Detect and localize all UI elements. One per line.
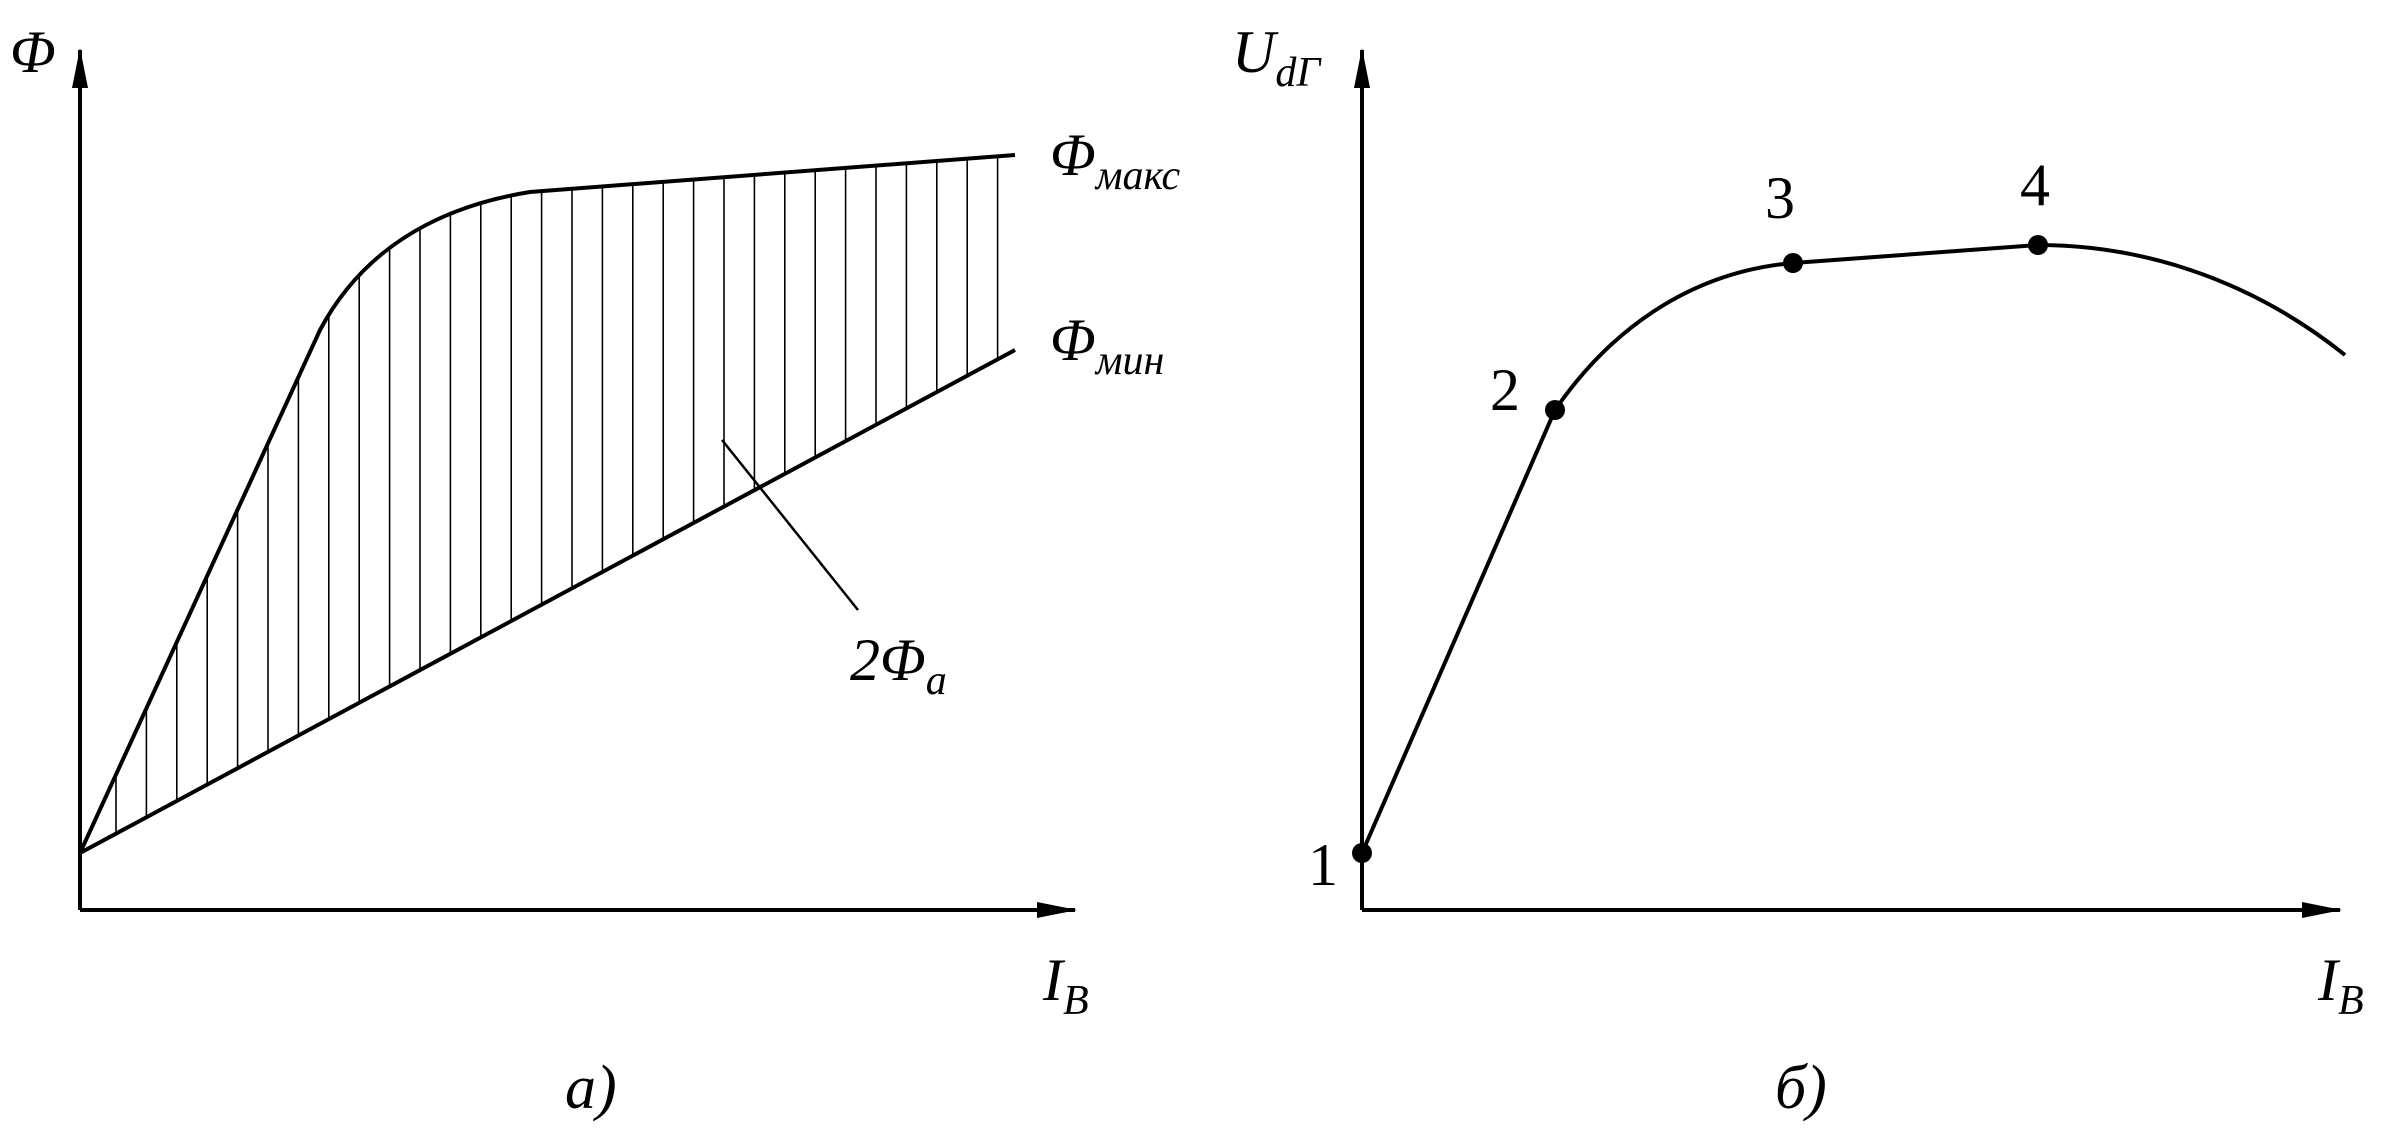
curve-point-4 [2028,235,2048,255]
panel-a-caption: а) [565,1054,617,1122]
panel-b-x-axis-label: IB [2317,947,2364,1024]
curve-point-4-label: 4 [2020,152,2050,218]
panel-a-y-axis-label: Φ [10,19,56,85]
panel-b-caption: б) [1775,1054,1827,1122]
hatched-region [115,156,999,834]
region-label: 2Φa [850,627,947,704]
phi-min-label: Φмин [1050,307,1164,384]
phi-max-curve [78,153,1016,854]
phi-min-line [79,348,1016,855]
panel-a: Φ IB Φмакс Φмин 2Φa а) [10,19,1181,1122]
region-leader-line [721,439,859,611]
panel-b-y-axis-label: UdГ [1232,19,1322,96]
curve-point-3-label: 3 [1765,165,1795,231]
panel-a-x-axis-label: IB [1042,947,1089,1024]
phi-max-label: Φмакс [1050,122,1181,199]
curve-point-2-label: 2 [1490,357,1520,423]
curve-point-1-label: 1 [1308,832,1338,898]
curve-point-3 [1783,253,1803,273]
voltage-curve [1360,242,2347,854]
curve-point-2 [1545,400,1565,420]
panel-b: 1 2 3 4 UdГ IB б) [1232,19,2364,1122]
curve-point-1 [1352,843,1372,863]
